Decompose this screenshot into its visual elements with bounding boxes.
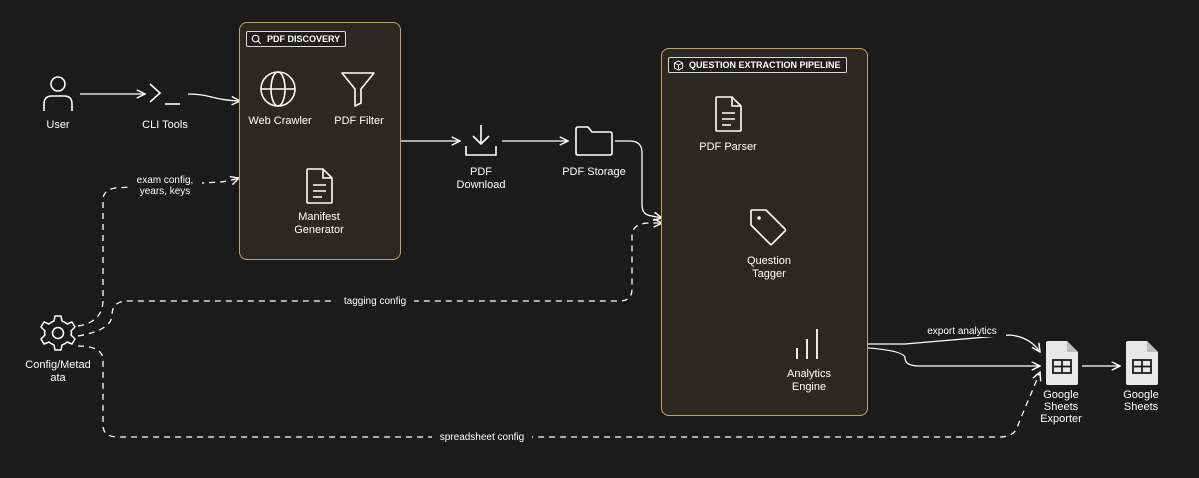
edge-label-spreadsheet-config: spreadsheet config: [432, 432, 532, 443]
package-icon: [673, 60, 684, 71]
node-question-tagger-label-2: Tagger: [752, 268, 786, 280]
spreadsheet-icon: [1046, 341, 1078, 385]
document-icon: [715, 96, 742, 132]
folder-icon: [575, 126, 613, 156]
edge-storage-to-pipeline: [615, 140, 662, 218]
group-title-question-extraction: QUESTION EXTRACTION PIPELINE: [668, 57, 847, 73]
filter-icon: [341, 72, 375, 107]
edge-label-exam-config-2: years, keys: [128, 186, 202, 197]
node-sheets-exporter-label-3: Exporter: [1040, 413, 1082, 425]
edge-config-tagging: [77, 223, 662, 337]
edge-config-spreadsheet: [77, 345, 1040, 438]
edge-config-exam: [77, 178, 239, 327]
edge-analytics-to-exporter-a: [830, 334, 1040, 352]
edge-label-export-analytics: export analytics: [918, 326, 1006, 337]
node-web-crawler-label: Web Crawler: [248, 115, 312, 127]
node-analytics-engine-label-1: Analytics: [786, 368, 832, 380]
node-google-sheets-label-1: Google: [1123, 389, 1159, 401]
group-question-extraction: QUESTION EXTRACTION PIPELINE: [661, 48, 868, 416]
group-title-pdf-discovery: PDF DISCOVERY: [246, 31, 347, 47]
terminal-icon: [149, 83, 180, 105]
bar-chart-icon: [796, 329, 818, 359]
document-icon: [306, 168, 333, 204]
node-pdf-storage-label: PDF Storage: [562, 166, 626, 178]
node-pdf-parser-label: PDF Parser: [699, 141, 757, 153]
edge-label-exam-config-1: exam config,: [128, 175, 202, 186]
node-manifest-generator-label-1: Manifest: [298, 211, 340, 223]
node-sheets-exporter-label-2: Sheets: [1043, 401, 1079, 413]
node-sheets-exporter-label-1: Google: [1043, 389, 1079, 401]
node-config-metadata-label-2: ata: [50, 372, 66, 384]
node-pdf-filter-label: PDF Filter: [334, 115, 384, 127]
edge-label-tagging-config: tagging config: [336, 296, 414, 307]
node-user-label: User: [46, 119, 70, 131]
node-question-tagger-label-1: Question: [746, 255, 792, 267]
node-manifest-generator-label-2: Generator: [294, 224, 344, 236]
node-config-metadata-label-1: Config/Metad: [25, 359, 91, 371]
node-google-sheets-label-2: Sheets: [1123, 401, 1159, 413]
node-pdf-download-label-2: Download: [456, 179, 506, 191]
search-icon: [251, 34, 262, 45]
download-icon: [465, 125, 497, 156]
node-pdf-download-label-1: PDF: [470, 166, 492, 178]
node-cli-tools-label: CLI Tools: [142, 119, 188, 131]
node-analytics-engine-label-2: Engine: [791, 381, 827, 393]
spreadsheet-icon: [1126, 341, 1158, 385]
user-icon: [43, 76, 73, 111]
group-pdf-discovery: PDF DISCOVERY: [239, 22, 401, 260]
tag-icon: [750, 209, 787, 246]
edge-cli-to-discovery: [187, 93, 240, 101]
globe-icon: [260, 71, 296, 107]
gear-icon: [40, 315, 76, 351]
